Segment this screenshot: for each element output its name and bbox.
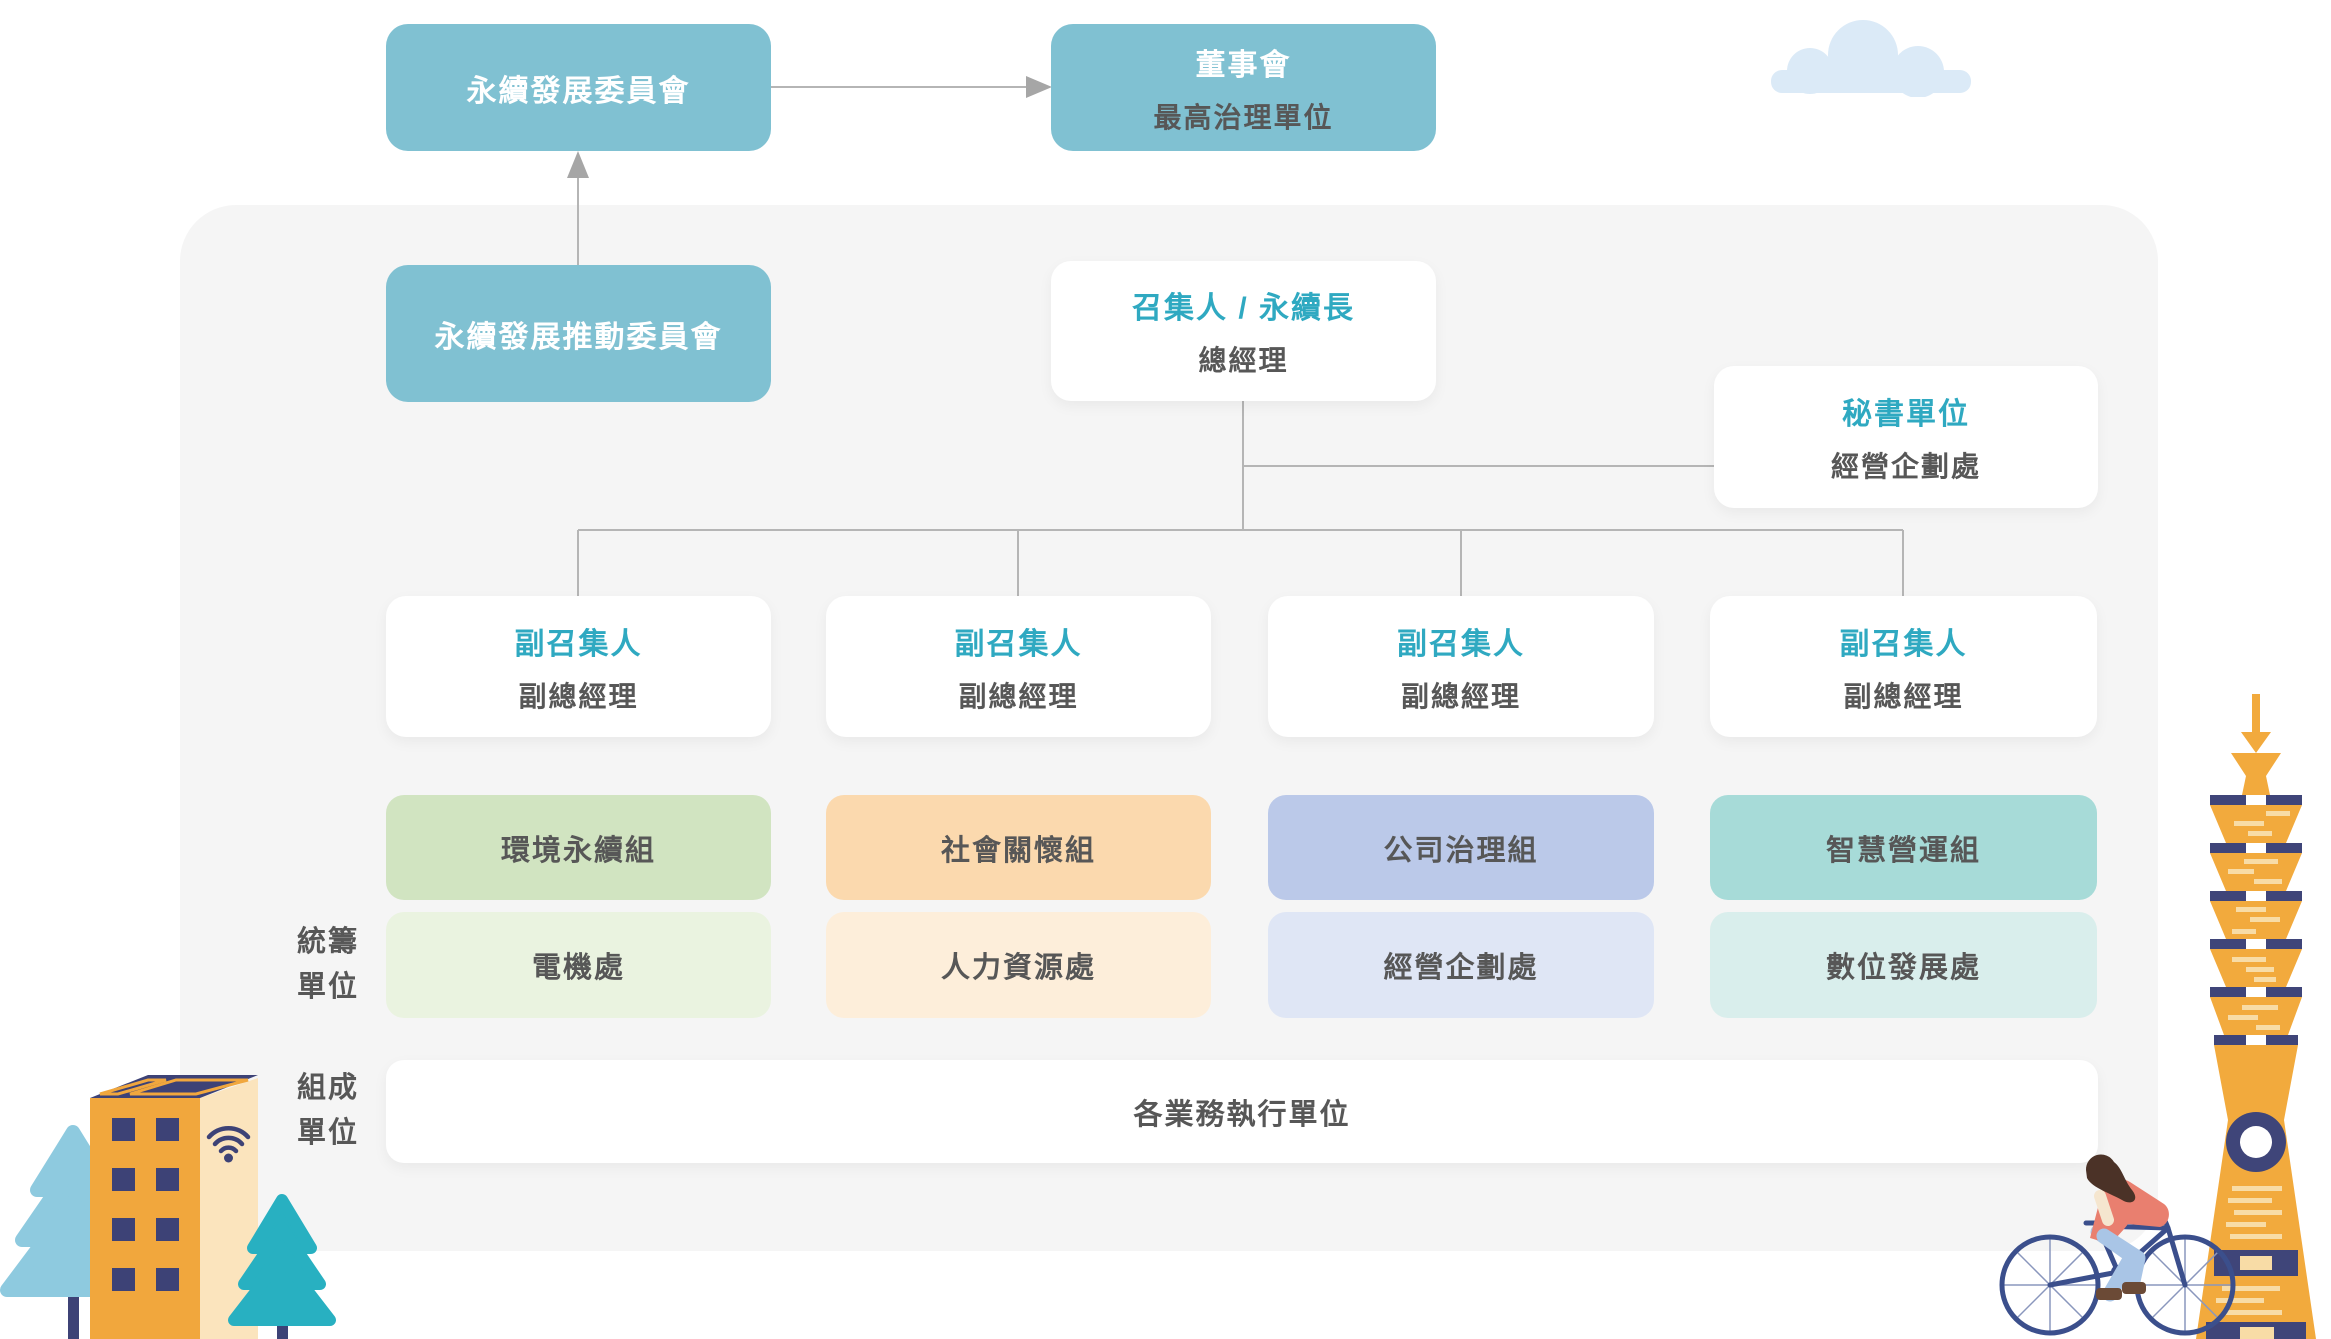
cloud-icon bbox=[1771, 20, 1971, 97]
node-convener: 召集人 / 永續長 總經理 bbox=[1051, 261, 1436, 401]
flow-arrow bbox=[567, 76, 1052, 178]
node-group-smart-operations: 智慧營運組 bbox=[1710, 795, 2097, 900]
solar-panel-roof-icon bbox=[90, 1075, 258, 1098]
node-deputy-convener-1: 副召集人 副總經理 bbox=[386, 596, 771, 737]
node-dept-electrical: 電機處 bbox=[386, 912, 771, 1018]
wifi-icon bbox=[206, 1126, 251, 1163]
label-component-unit: 組成單位 bbox=[296, 1072, 359, 1149]
node-title: 副召集人 bbox=[1397, 627, 1525, 661]
node-subtitle: 經營企劃處 bbox=[1830, 451, 1981, 482]
label-coordinating-unit: 統籌單位 bbox=[296, 926, 359, 1003]
building-front bbox=[90, 1098, 200, 1339]
pine-tree-icon bbox=[228, 1194, 336, 1339]
node-group-governance: 公司治理組 bbox=[1268, 795, 1654, 900]
node-secretary-unit: 秘書單位 經營企劃處 bbox=[1714, 366, 2098, 508]
node-sustainability-committee: 永續發展委員會 bbox=[386, 24, 771, 151]
node-dept-business-planning: 經營企劃處 bbox=[1268, 912, 1654, 1018]
node-title: 各業務執行單位 bbox=[1133, 1098, 1351, 1131]
building-windows bbox=[112, 1118, 179, 1291]
node-board-of-directors: 董事會 最高治理單位 bbox=[1051, 24, 1436, 151]
node-subtitle: 副總經理 bbox=[1400, 680, 1521, 712]
node-deputy-convener-4: 副召集人 副總經理 bbox=[1710, 596, 2097, 737]
node-execution-units: 各業務執行單位 bbox=[386, 1060, 2098, 1163]
node-title: 董事會 bbox=[1195, 48, 1292, 82]
node-title: 副召集人 bbox=[954, 627, 1083, 661]
node-title: 秘書單位 bbox=[1842, 398, 1970, 431]
node-deputy-convener-2: 副召集人 副總經理 bbox=[826, 596, 1211, 737]
node-subtitle: 副總經理 bbox=[958, 680, 1079, 712]
taipei-101-tower-illustration bbox=[2196, 694, 2316, 1339]
node-group-social-care: 社會關懷組 bbox=[826, 795, 1211, 900]
node-title: 永續發展推動委員會 bbox=[434, 320, 723, 354]
node-dept-digital-development: 數位發展處 bbox=[1710, 912, 2097, 1018]
node-title: 召集人 / 永續長 bbox=[1131, 292, 1355, 325]
node-deputy-convener-3: 副召集人 副總經理 bbox=[1268, 596, 1654, 737]
person-riding-bicycle-illustration bbox=[1999, 1154, 2236, 1336]
node-subtitle: 總經理 bbox=[1198, 345, 1289, 376]
node-subtitle: 最高治理單位 bbox=[1153, 101, 1334, 133]
node-group-environment: 環境永續組 bbox=[386, 795, 771, 900]
node-title: 副召集人 bbox=[514, 627, 643, 661]
node-promotion-committee: 永續發展推動委員會 bbox=[386, 265, 771, 402]
node-subtitle: 副總經理 bbox=[1843, 680, 1964, 712]
node-title: 副召集人 bbox=[1839, 627, 1968, 661]
solar-building-illustration bbox=[0, 1075, 336, 1339]
node-subtitle: 副總經理 bbox=[518, 680, 639, 712]
node-title: 永續發展委員會 bbox=[466, 74, 691, 108]
node-dept-human-resources: 人力資源處 bbox=[826, 912, 1211, 1018]
